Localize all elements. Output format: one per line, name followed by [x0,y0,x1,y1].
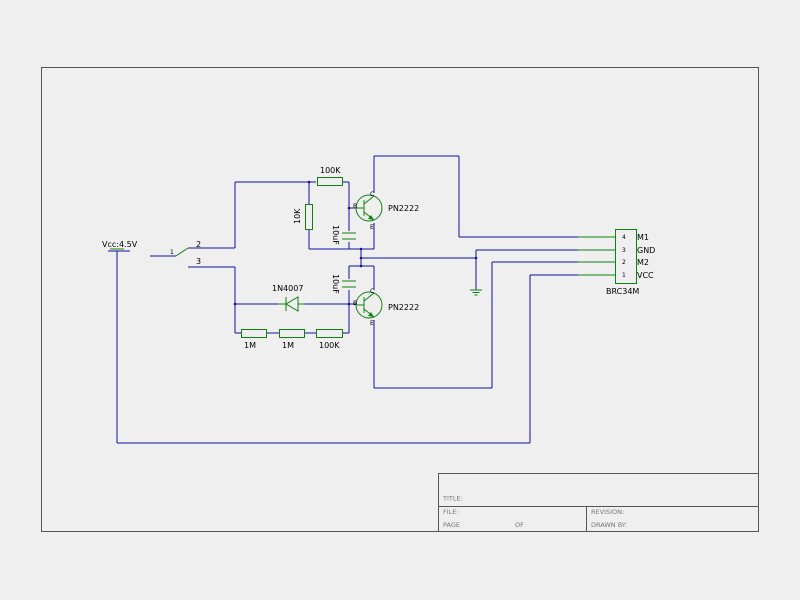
connector-pin-gnd: GND [637,246,655,255]
connector-pin-num-4: 4 [622,234,626,241]
title-label: TITLE: [442,495,463,503]
resistor-100k-top-label: 100K [320,166,341,175]
connector-label: BRC34M [606,287,639,296]
resistor-1m-a: 1M [241,329,267,350]
revision-label: REVISION: [591,508,624,516]
resistor-100k-bottom: 100K [316,329,343,350]
connector-pin-m1: M1 [637,233,649,242]
switch-pin-3: 3 [196,257,201,266]
resistor-100k-bottom-label: 100K [319,341,340,350]
connector-pin-num-1: 1 [622,272,626,279]
diode-1n4007: 1N4007 [272,284,305,312]
capacitor-bottom: 10uF [331,274,356,294]
resistor-10k-label: 10K [293,208,302,224]
resistor-100k-top: 100K [317,166,343,186]
file-label: FILE: [443,508,459,516]
connector-pin-m2: M2 [637,258,649,267]
vcc-label: Vcc:4.5V [102,240,138,249]
of-label: OF [515,521,524,529]
page-label: PAGE [443,521,460,529]
drawing-frame [41,67,759,532]
transistor-bottom-e: E [370,320,374,327]
transistor-bottom-label: PN2222 [388,303,419,312]
connector-pin-num-2: 2 [622,259,626,266]
connector-pin-vcc: VCC [637,271,654,280]
transistor-top-label: PN2222 [388,204,419,213]
wires [108,155,578,444]
diode-label: 1N4007 [272,284,303,293]
capacitor-top: 10uF [331,225,356,245]
transistor-bottom-b: B [353,300,357,307]
junctions [233,180,478,306]
capacitor-bottom-label: 10uF [331,274,340,294]
transistor-top: B C E PN2222 [353,191,419,231]
drawn-by-label: DRAWN BY: [591,521,627,529]
resistor-1m-b-label: 1M [282,341,294,350]
transistor-bottom-c: C [370,288,374,295]
transistor-bottom: B C E PN2222 [353,288,419,327]
vcc-source: Vcc:4.5V [102,240,138,250]
transistor-top-c: C [370,191,374,198]
transistor-top-e: E [370,224,374,231]
resistor-1m-b: 1M [279,329,305,350]
capacitor-top-label: 10uF [331,225,340,245]
resistor-1m-a-label: 1M [244,341,256,350]
transistor-top-b: B [353,203,357,210]
switch-pin-1: 1 [170,249,174,256]
switch: 1 2 3 [170,240,201,266]
switch-pin-2: 2 [196,240,201,249]
resistor-10k: 10K [293,204,313,230]
connector-brc34m: 4 3 2 1 M1 GND M2 VCC BRC34M [578,229,655,296]
connector-pin-num-3: 3 [622,247,626,254]
title-block: TITLE: FILE: PAGE OF REVISION: DRAWN BY: [438,473,759,532]
ground-icon [470,289,482,296]
